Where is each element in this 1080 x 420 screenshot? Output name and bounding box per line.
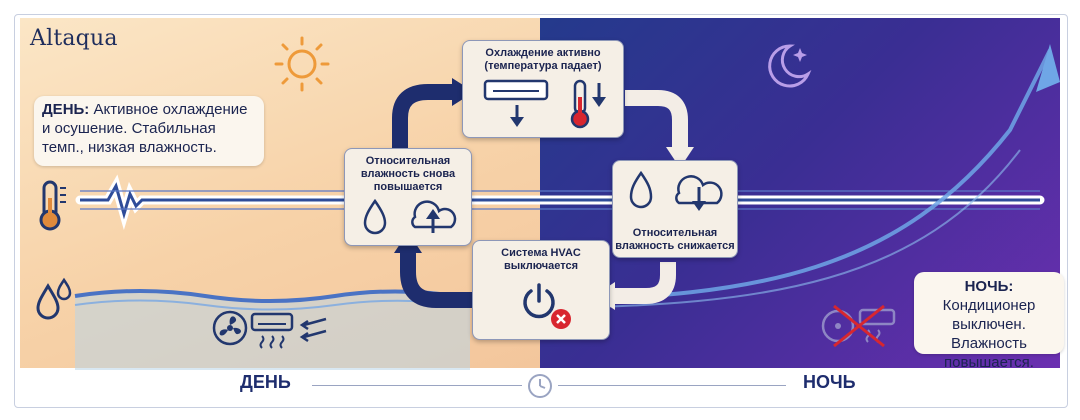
night-note-text: Кондиционер выключен. Влажность повышает… (942, 297, 1036, 371)
thermometer-icon (39, 180, 66, 231)
cooling-card-line1: Охлаждение активно (485, 47, 601, 59)
airflow-arrows-icon (299, 317, 327, 343)
timeline-line-right (558, 385, 786, 386)
timeline-day-label: ДЕНЬ (240, 372, 291, 392)
cooling-active-card: Охлаждение активно (температура падает) (462, 40, 624, 138)
water-drops-icon (36, 277, 72, 320)
air-conditioner-icon (250, 312, 294, 349)
rh-rises-card: Относительная влажность снова повышается (344, 148, 472, 246)
thermometer-down-icon (570, 79, 606, 129)
moon-icon (768, 44, 812, 88)
power-icon (523, 283, 555, 319)
temperature-lines (75, 174, 1045, 231)
rh-rises-line3: повышается (373, 181, 443, 193)
clock-icon (528, 374, 552, 398)
water-drop-rise-icon (363, 198, 457, 235)
day-note: ДЕНЬ: Активное охлаждение и осушение. Ст… (34, 96, 264, 166)
rh-rises-line1: Относительная (365, 155, 451, 167)
fan-ac-off-icon (821, 304, 896, 348)
hvac-off-card: Система HVAC выключается (472, 240, 610, 340)
air-conditioner-cool-icon (483, 79, 549, 127)
timeline-line-left (312, 385, 522, 386)
timeline-night-label: НОЧЬ (803, 372, 856, 392)
fan-icon (212, 310, 248, 346)
hvac-off-line2: выключается (503, 260, 578, 272)
water-drop-down-icon (629, 170, 723, 211)
rh-decreases-card: Относительная влажность снижается (612, 160, 738, 258)
rh-decreases-line1: Относительная (632, 227, 718, 239)
night-note: НОЧЬ: Кондиционер выключен. Влажность по… (914, 272, 1064, 371)
error-badge-icon (551, 309, 571, 329)
hvac-off-line1: Система HVAC (501, 247, 581, 259)
day-note-text: Активное охлаждение и осушение. Стабильн… (42, 101, 248, 156)
brand-logo: Altaqua (30, 26, 118, 51)
rh-rises-line2: влажность снова (360, 168, 456, 180)
outer-frame (14, 14, 1068, 408)
rh-decreases-line2: влажность снижается (615, 240, 735, 252)
cycle-arrows-day (392, 78, 474, 308)
sun-icon (274, 36, 330, 92)
cooling-card-line2: (температура падает) (484, 60, 602, 72)
night-note-title: НОЧЬ: (964, 278, 1014, 295)
day-note-title: ДЕНЬ: (42, 101, 90, 118)
